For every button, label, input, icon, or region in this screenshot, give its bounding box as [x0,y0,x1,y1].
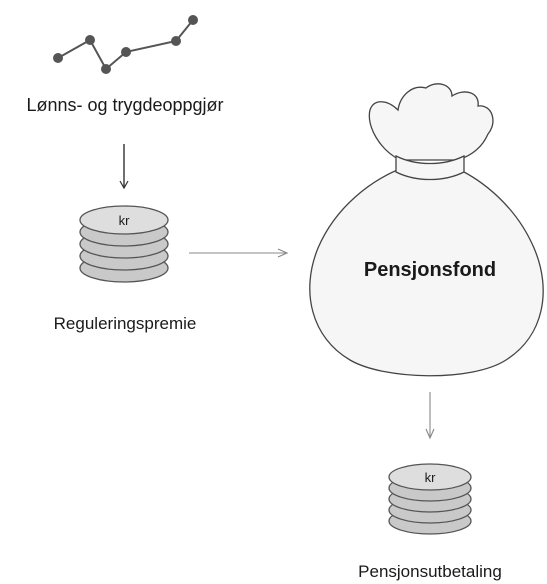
premium-coin-label: kr [119,213,131,228]
money-bag-icon [309,83,544,377]
payout-coin-stack-icon [388,463,472,535]
payout-coin-label: kr [425,470,437,485]
premium-coin-stack-icon [79,205,169,283]
trend-label: Lønns- og trygdeoppgjør [26,95,223,115]
payout-label: Pensjonsutbetaling [358,562,502,581]
fund-label: Pensjonsfond [364,259,496,281]
premium-label: Reguleringspremie [54,314,197,333]
trend-line-icon [53,15,198,74]
